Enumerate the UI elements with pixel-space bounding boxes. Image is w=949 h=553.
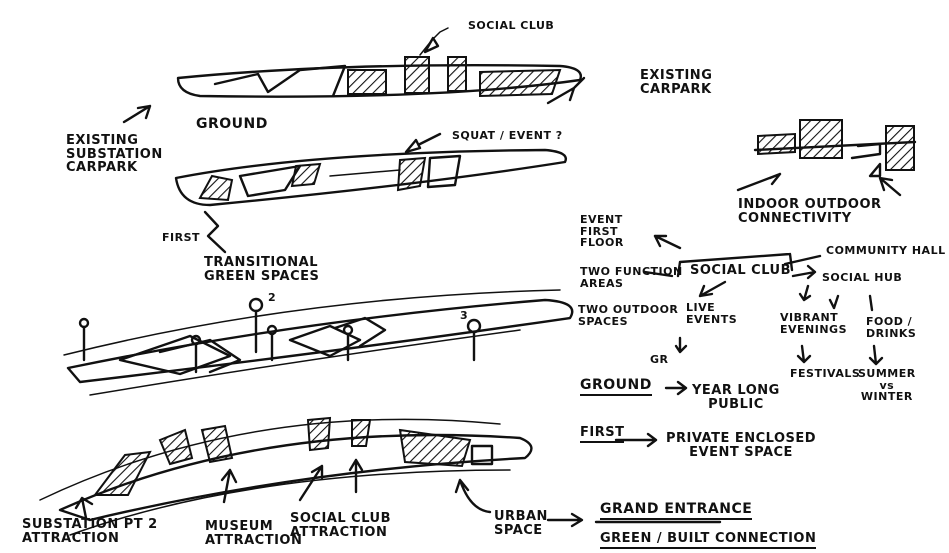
marker-2-label: 2 xyxy=(268,291,277,304)
event-first-floor-label: EVENT FIRST FLOOR xyxy=(580,213,624,250)
transitional-green-spaces-label: TRANSITIONAL GREEN SPACES xyxy=(204,255,320,284)
first-key-label: FIRST xyxy=(580,426,625,443)
food-drinks-label: FOOD / DRINKS xyxy=(866,315,917,340)
existing-carpark-label: EXISTING CARPARK xyxy=(640,68,713,97)
vibrant-evenings-label: VIBRANT EVENINGS xyxy=(780,311,847,336)
ground-key-label: GROUND xyxy=(580,378,652,396)
urban-space-label: URBAN SPACE xyxy=(494,509,548,538)
ground-description-label: YEAR LONG PUBLIC xyxy=(692,383,780,412)
marker-3-label: 3 xyxy=(460,309,469,322)
social-hub-label: SOCIAL HUB xyxy=(822,271,903,284)
green-built-connection-label: GREEN / BUILT CONNECTION xyxy=(600,532,817,549)
social-club-label: SOCIAL CLUB xyxy=(468,19,555,32)
two-outdoor-spaces-label: TWO OUTDOOR SPACES xyxy=(578,303,679,328)
first-description-label: PRIVATE ENCLOSED EVENT SPACE xyxy=(666,431,817,460)
festivals-label: FESTIVALS xyxy=(790,367,861,380)
squat-event-label: SQUAT / EVENT ? xyxy=(452,129,563,142)
site-plan-sketch xyxy=(39,416,533,536)
live-events-label: LIVE EVENTS xyxy=(686,301,738,326)
ground-plan-label: GROUND xyxy=(196,116,268,132)
summer-vs-winter-label: SUMMER vs WINTER xyxy=(858,367,916,404)
social-club-hub-label: SOCIAL CLUB xyxy=(690,263,791,278)
perspective-sketch xyxy=(63,289,574,396)
gr-label: GR xyxy=(650,353,669,366)
mindmap-connectors xyxy=(546,234,884,528)
museum-attraction-label: MUSEUM ATTRACTION xyxy=(205,519,303,548)
first-floor-label: FIRST xyxy=(162,231,201,244)
social-club-attraction-label: SOCIAL CLUB ATTRACTION xyxy=(290,511,391,540)
two-function-areas-label: TWO FUNCTION AREAS xyxy=(580,265,683,290)
substation-pt2-attraction-label: SUBSTATION PT 2 ATTRACTION xyxy=(22,517,158,546)
first-floor-plan-sketch xyxy=(174,132,567,254)
indoor-outdoor-connectivity-label: INDOOR OUTDOOR CONNECTIVITY xyxy=(738,197,882,226)
community-hall-label: COMMUNITY HALL xyxy=(826,244,946,257)
existing-substation-carpark-label: EXISTING SUBSTATION CARPARK xyxy=(66,133,163,176)
ground-plan-sketch xyxy=(122,27,586,124)
grand-entrance-label: GRAND ENTRANCE xyxy=(600,502,753,520)
indoor-outdoor-section-sketch xyxy=(736,119,917,197)
